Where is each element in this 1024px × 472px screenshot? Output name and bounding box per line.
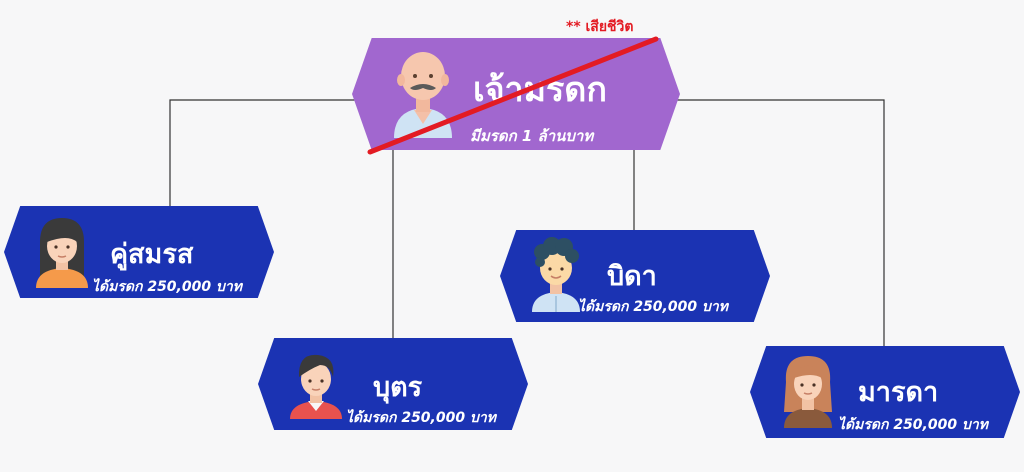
man-curly-hair-icon <box>532 237 580 312</box>
heir-title-child: บุตร <box>373 372 423 403</box>
connector-spouse <box>169 99 360 208</box>
heir-title-father: บิดา <box>607 261 657 292</box>
heir-title-spouse: คู่สมรส <box>110 239 194 270</box>
heir-subtitle-father: ได้มรดก 250,000 บาท <box>578 299 728 315</box>
deceased-subtitle: มีมรดก 1 ล้านบาท <box>470 127 594 145</box>
bald-man-mustache-icon <box>394 52 452 138</box>
woman-avatar-icon <box>36 218 88 288</box>
boy-avatar-icon <box>290 354 342 419</box>
deceased-note: ** เสียชีวิต <box>566 19 634 35</box>
heir-subtitle-spouse: ได้มรดก 250,000 บาท <box>92 279 242 295</box>
heir-title-mother: มารดา <box>858 377 939 408</box>
woman-curly-hair-icon <box>784 356 832 428</box>
connector-mother <box>675 99 885 348</box>
heir-subtitle-child: ได้มรดก 250,000 บาท <box>346 410 496 426</box>
heir-subtitle-mother: ได้มรดก 250,000 บาท <box>838 417 988 433</box>
